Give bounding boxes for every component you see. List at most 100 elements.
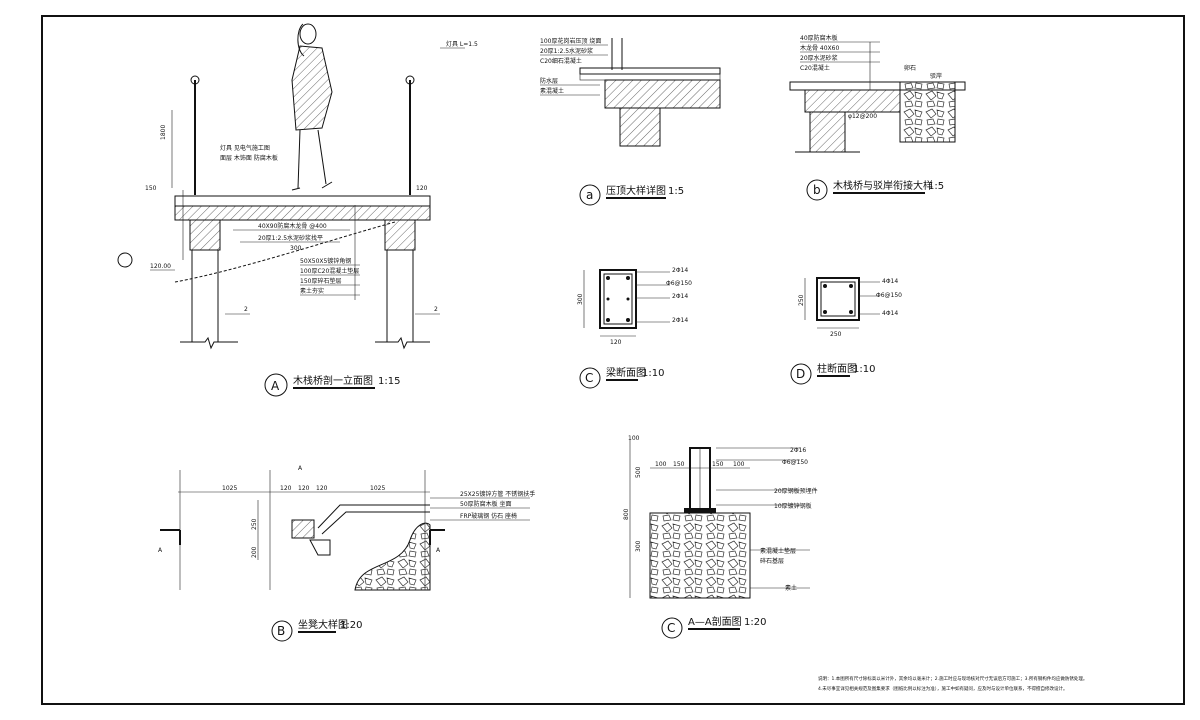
a2-label-0: 100厚花岗岩压顶 烧面 <box>540 37 601 45</box>
bench-dim-3: 120 <box>316 485 328 492</box>
detail-small-b-bubble-letter: b <box>813 183 821 197</box>
detail-c-bubble-letter: C <box>585 371 593 385</box>
a-dim-0: 1800 <box>160 125 167 140</box>
a-label-0: 灯具 见电气施工图 <box>220 144 270 152</box>
aa-dim-7: 500 <box>635 466 642 478</box>
a-dim-6: 2 <box>244 306 248 313</box>
sheet-border <box>41 15 1185 705</box>
bench-dim-5: 250 <box>251 518 258 530</box>
aa-dim-3: 100 <box>733 461 745 468</box>
aa-label-2: 20厚钢板预埋件 <box>774 487 818 495</box>
c-dim-0: 300 <box>577 293 584 305</box>
detail-a-scale: 1:15 <box>378 376 400 387</box>
b-label-2: 20厚水泥砂浆 <box>800 54 838 62</box>
detail-d-scale: 1:10 <box>853 364 875 375</box>
detail-d-bubble <box>790 363 812 385</box>
detail-small-a-scale: 1:5 <box>668 186 684 197</box>
a-dim-3: 300 <box>290 245 302 252</box>
a-callout: 灯具 L=1.5 <box>446 40 478 48</box>
a2-label-4: 素混凝土 <box>540 87 564 95</box>
b-label-0: 40厚防腐木板 <box>800 34 838 42</box>
d-dim-1: 250 <box>830 331 842 338</box>
bench-dim-1: 120 <box>280 485 292 492</box>
a-dim-1: 150 <box>145 185 157 192</box>
detail-small-a-bubble <box>579 184 601 206</box>
bench-label-1: 50厚防腐木板 坐面 <box>460 500 512 508</box>
aa-label-6: 素土 <box>785 584 797 592</box>
a-dim-7: 2 <box>434 306 438 313</box>
aa-label-4: 素混凝土垫层 <box>760 547 796 555</box>
bench-dim-0: 1025 <box>222 485 237 492</box>
aa-dim-5: 100 <box>628 435 640 442</box>
aa-dim-6: 300 <box>635 540 642 552</box>
detail-b-bench-plan <box>160 470 530 591</box>
aa-label-0: 2Φ16 <box>790 447 806 454</box>
detail-aa-title: A—A剖面图 <box>688 615 742 628</box>
d-label-0: 4Φ14 <box>882 278 898 285</box>
detail-aa-scale: 1:20 <box>744 617 766 628</box>
detail-aa-section <box>629 440 810 599</box>
detail-d-column-section <box>804 277 880 329</box>
detail-small-b-bubble <box>806 179 828 201</box>
detail-a-title: 木栈桥剖一立面图 <box>293 374 373 387</box>
detail-b-title: 坐凳大样图 <box>298 618 348 631</box>
a-label-7: 素土夯实 <box>300 287 324 295</box>
detail-small-b-section <box>789 41 966 153</box>
a-dim-2: 120 <box>416 185 428 192</box>
detail-b-bubble-letter: B <box>277 624 285 638</box>
sheet-note-line-2: 4.未尽事宜详见相关规范及图集要求（图纸比例以标注为准），施工中如有疑问，应及时… <box>818 685 1068 692</box>
detail-aa-bubble <box>661 617 683 639</box>
c-dim-1: 120 <box>610 339 622 346</box>
d-label-2: 4Φ14 <box>882 310 898 317</box>
detail-small-a-section <box>540 38 721 147</box>
a-label-4: 50X50X5镀锌角钢 <box>300 257 351 265</box>
detail-small-a-title: 压顶大样详图 <box>606 184 666 197</box>
c-label-1: Φ6@150 <box>666 280 692 287</box>
bench-dim-6: 200 <box>251 546 258 558</box>
bench-section-mark-left: A <box>158 547 163 554</box>
detail-a-bubble-letter: A <box>271 379 280 393</box>
detail-a-elevation <box>117 23 465 350</box>
bench-dim-4: 1025 <box>370 485 385 492</box>
a-label-3: 20厚1:2.5水泥砂浆找平 <box>258 234 323 242</box>
aa-dim-2: 150 <box>712 461 724 468</box>
detail-small-b-scale: 1:5 <box>928 181 944 192</box>
aa-dim-0: 100 <box>655 461 667 468</box>
detail-c-bubble <box>579 367 601 389</box>
d-label-1: Φ6@150 <box>876 292 902 299</box>
detail-aa-bubble-letter: C <box>667 621 675 635</box>
person-figure-icon <box>291 23 333 191</box>
a-label-1: 面层 木饰面 防腐木板 <box>220 154 278 162</box>
detail-c-scale: 1:10 <box>642 368 664 379</box>
detail-b-scale: 1:20 <box>340 620 362 631</box>
detail-d-title: 柱断面图 <box>817 362 857 375</box>
c-label-2: 2Φ14 <box>672 293 688 300</box>
d-dim-0: 250 <box>798 294 805 306</box>
a2-label-2: C20细石混凝土 <box>540 57 582 65</box>
detail-c-beam-section <box>583 269 670 337</box>
detail-c-title: 梁断面图 <box>606 366 646 379</box>
a-label-5: 100厚C20混凝土垫层 <box>300 267 359 275</box>
bench-section-mark-right: A <box>436 547 441 554</box>
detail-d-bubble-letter: D <box>796 367 805 381</box>
bench-dim-2: 120 <box>298 485 310 492</box>
bench-section-mark-top: A <box>298 465 303 472</box>
b-label-3: C20混凝土 <box>800 64 830 72</box>
c-label-0: 2Φ14 <box>672 267 688 274</box>
a-label-6: 150厚碎石垫层 <box>300 277 341 285</box>
c-label-3: 2Φ14 <box>672 317 688 324</box>
a2-label-1: 20厚1:2.5水泥砂浆 <box>540 47 593 55</box>
bench-label-0: 25X25镀锌方管 不锈钢扶手 <box>460 490 535 498</box>
sheet-note-line-1: 说明：1.本图所有尺寸除标高以米计外，其余均以毫米计；2.施工时应与现场核对尺寸… <box>818 675 1087 682</box>
b-label-6: 驳岸 <box>930 72 942 80</box>
detail-small-b-title: 木栈桥与驳岸衔接大样 <box>833 179 933 192</box>
b-label-4: φ12@200 <box>848 113 877 120</box>
a2-label-3: 防水层 <box>540 77 558 85</box>
a-label-2: 40X90防腐木龙骨 @400 <box>258 222 327 230</box>
detail-a-bubble <box>264 373 288 397</box>
aa-dim-1: 150 <box>673 461 685 468</box>
b-label-1: 木龙骨 40X60 <box>800 44 839 52</box>
b-label-5: 卵石 <box>904 64 916 72</box>
detail-b-bubble <box>271 620 293 642</box>
